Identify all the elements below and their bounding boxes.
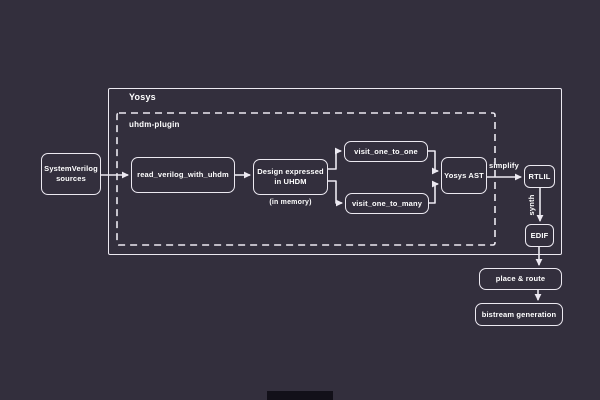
- note-in-memory: (in memory): [269, 199, 312, 206]
- node-edif: EDIF: [525, 224, 554, 247]
- node-label: EDIF: [530, 230, 549, 240]
- node-bitstream-generation: bistream generation: [475, 303, 563, 326]
- node-visit-one-to-many: visit_one_to_many: [345, 193, 429, 214]
- node-label: bistream generation: [481, 309, 557, 319]
- node-label: Yosys AST: [444, 170, 484, 180]
- node-design-expressed-in-uhdm: Design expressed in UHDM: [253, 159, 328, 195]
- uhdm-plugin-container-label: uhdm-plugin: [129, 120, 180, 129]
- node-label: Design expressed: [257, 167, 324, 177]
- node-label: RTLIL: [528, 171, 551, 181]
- node-read-verilog-with-uhdm: read_verilog_with_uhdm: [131, 157, 235, 193]
- yosys-container-label: Yosys: [129, 92, 156, 102]
- node-label: in UHDM: [274, 177, 307, 186]
- node-yosys-ast: Yosys AST: [441, 157, 487, 194]
- node-systemverilog-sources: SystemVerilog sources: [41, 153, 101, 195]
- node-label: visit_one_to_many: [351, 198, 423, 208]
- edge-label-simplify: simplify: [489, 161, 519, 170]
- node-rtlil: RTLIL: [524, 165, 555, 188]
- bottom-bar: [267, 391, 333, 400]
- node-label: SystemVerilog: [44, 164, 98, 174]
- node-label: read_verilog_with_uhdm: [137, 170, 229, 180]
- node-label: sources: [56, 174, 86, 183]
- node-label: place & route: [495, 274, 546, 284]
- node-label: visit_one_to_one: [354, 146, 418, 156]
- yosys-container: [108, 88, 562, 255]
- node-place-and-route: place & route: [479, 268, 562, 290]
- node-visit-one-to-one: visit_one_to_one: [344, 141, 428, 162]
- edge-label-synth: synth: [527, 194, 536, 216]
